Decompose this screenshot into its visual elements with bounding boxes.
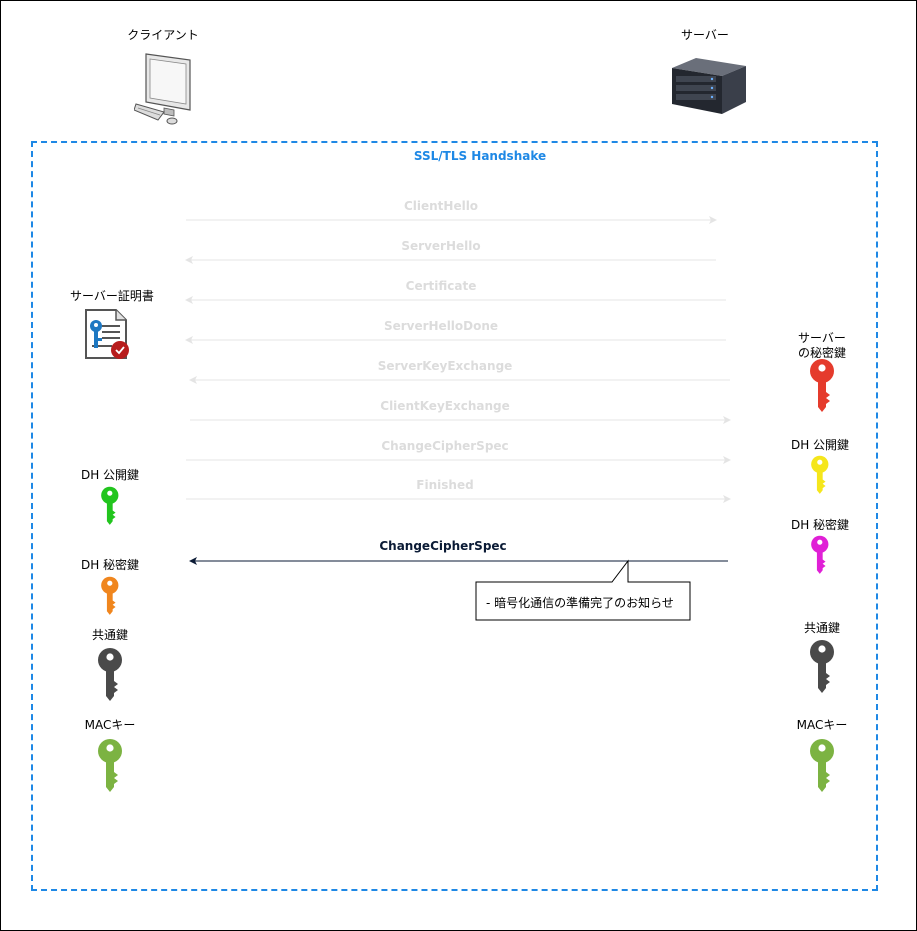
client-dh-private-label: DH 秘密鍵: [80, 558, 140, 572]
message-label: ServerHelloDone: [383, 319, 499, 333]
server-label: サーバー: [681, 28, 729, 42]
key-icon: [811, 535, 829, 574]
message-label: ChangeCipherSpec: [381, 439, 509, 453]
client-mac-key-label: MACキー: [84, 718, 136, 732]
desktop-computer-icon: [134, 53, 191, 125]
callout-bubble: [475, 559, 691, 621]
message-label: ServerKeyExchange: [377, 359, 513, 373]
key-icon: [101, 576, 119, 615]
message-label: ClientHello: [403, 199, 479, 213]
server-private-key-label-2: の秘密鍵: [797, 346, 847, 360]
key-icon: [810, 739, 834, 792]
message-label: ServerHello: [401, 239, 481, 253]
key-icon: [811, 455, 829, 494]
message-label-active: ChangeCipherSpec: [379, 539, 507, 553]
server-mac-key-label: MACキー: [796, 718, 848, 732]
callout-text: - 暗号化通信の準備完了のお知らせ: [486, 596, 674, 610]
key-icon: [98, 648, 122, 701]
client-label: クライアント: [127, 28, 199, 42]
client-dh-public-label: DH 公開鍵: [80, 468, 140, 482]
handshake-container: [31, 141, 878, 891]
key-icon: [98, 739, 122, 792]
server-dh-public-label: DH 公開鍵: [790, 438, 850, 452]
server-private-key-label-1: サーバー: [798, 331, 846, 345]
message-label: Certificate: [405, 279, 477, 293]
message-label: ClientKeyExchange: [380, 399, 510, 413]
key-icon: [101, 486, 119, 525]
certificate-icon: [85, 309, 129, 359]
server-shared-key-label: 共通鍵: [803, 621, 841, 635]
handshake-title: SSL/TLS Handshake: [413, 149, 547, 163]
message-label: Finished: [416, 478, 474, 492]
server-rack-icon: [672, 58, 746, 114]
key-icon: [810, 640, 834, 693]
key-icon: [810, 359, 834, 412]
certificate-label: サーバー証明書: [70, 289, 154, 303]
server-dh-private-label: DH 秘密鍵: [790, 518, 850, 532]
client-shared-key-label: 共通鍵: [91, 628, 129, 642]
